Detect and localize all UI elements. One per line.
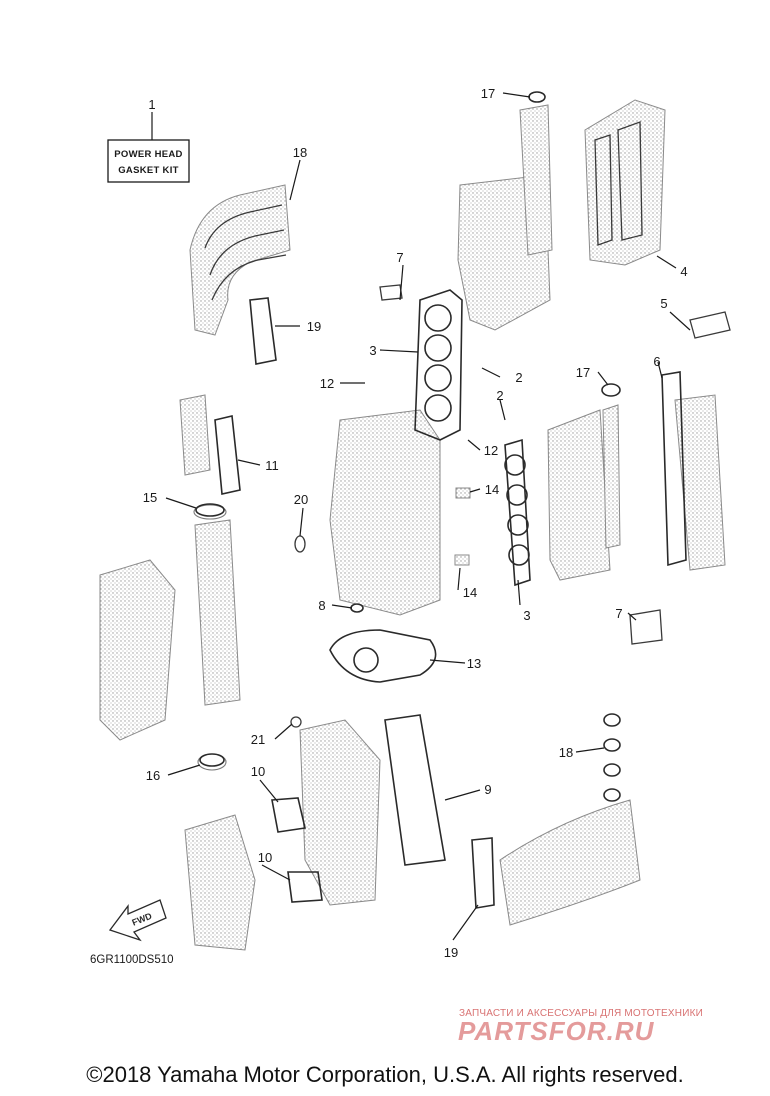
manifold-gasket-upper bbox=[249, 297, 277, 365]
head-cover-lower bbox=[661, 371, 726, 571]
cylinder-head-lower bbox=[547, 404, 621, 581]
dowel-ring bbox=[290, 716, 302, 728]
crankcase-left bbox=[99, 559, 176, 741]
callout-19: 19 bbox=[307, 319, 321, 334]
copyright-notice: ©2018 Yamaha Motor Corporation, U.S.A. A… bbox=[86, 1062, 684, 1087]
fwd-arrow: FWD bbox=[108, 899, 167, 942]
callout-19b: 19 bbox=[444, 945, 458, 960]
o-ring-small bbox=[350, 603, 364, 613]
callout-2: 2 bbox=[515, 370, 522, 385]
callout-3b: 3 bbox=[523, 608, 530, 623]
callout-10b: 10 bbox=[258, 850, 272, 865]
small-gasket-upper bbox=[271, 797, 306, 833]
callout-21: 21 bbox=[251, 732, 265, 747]
callout-5: 5 bbox=[660, 296, 667, 311]
small-gasket-lower bbox=[287, 871, 323, 903]
callout-14: 14 bbox=[485, 482, 499, 497]
crankshaft bbox=[193, 503, 241, 706]
watermark: ЗАПЧАСТИ И АКСЕССУАРЫ ДЛЯ МОТОТЕХНИКИ PA… bbox=[458, 1008, 703, 1046]
callout-18b: 18 bbox=[559, 745, 573, 760]
head-cover-upper bbox=[584, 99, 666, 266]
callout-2b: 2 bbox=[496, 388, 503, 403]
callout-7b: 7 bbox=[615, 606, 622, 621]
callout-7: 7 bbox=[396, 250, 403, 265]
o-ring-upper bbox=[528, 91, 546, 103]
head-gasket-lower bbox=[504, 438, 531, 587]
callout-12: 12 bbox=[320, 376, 334, 391]
exhaust-cover-gasket bbox=[384, 714, 446, 866]
head-gasket-upper bbox=[414, 289, 463, 441]
side-gasket bbox=[179, 394, 241, 495]
callout-14b: 14 bbox=[463, 585, 477, 600]
kit-label-line2: GASKET KIT bbox=[118, 165, 179, 176]
crankcase-gasket bbox=[329, 629, 437, 683]
filter-upper bbox=[455, 487, 471, 499]
kit-label-line1: POWER HEAD bbox=[114, 149, 182, 160]
lower-housing-left bbox=[184, 814, 256, 951]
callout-9: 9 bbox=[484, 782, 491, 797]
intake-manifold-lower bbox=[499, 799, 641, 926]
o-ring-stack bbox=[603, 713, 621, 802]
diagram-code: 6GR1100DS510 bbox=[90, 954, 174, 966]
callout-16: 16 bbox=[146, 768, 160, 783]
cylinder-block bbox=[329, 409, 441, 616]
callout-17b: 17 bbox=[576, 365, 590, 380]
filter-lower bbox=[454, 554, 470, 566]
callout-12b: 12 bbox=[484, 443, 498, 458]
callout-10: 10 bbox=[251, 764, 265, 779]
watermark-tagline: ЗАПЧАСТИ И АКСЕССУАРЫ ДЛЯ МОТОТЕХНИКИ bbox=[459, 1008, 703, 1019]
callout-11: 11 bbox=[265, 458, 279, 473]
callout-8: 8 bbox=[318, 598, 325, 613]
watermark-logo: PARTSFOR.RU bbox=[458, 1016, 655, 1046]
leader-lines bbox=[151, 92, 691, 941]
fitting bbox=[689, 311, 731, 339]
callout-15: 15 bbox=[143, 490, 157, 505]
callout-20: 20 bbox=[294, 492, 308, 507]
manifold-gasket-lower bbox=[471, 837, 495, 909]
cylinder-head-upper bbox=[457, 104, 553, 331]
callout-13: 13 bbox=[467, 656, 481, 671]
callout-3: 3 bbox=[369, 343, 376, 358]
intake-manifold-upper bbox=[189, 184, 291, 336]
callout-1: 1 bbox=[148, 97, 155, 112]
callout-17: 17 bbox=[481, 86, 495, 101]
callout-18: 18 bbox=[293, 145, 307, 160]
exhaust-cover-block bbox=[299, 719, 381, 906]
callout-6: 6 bbox=[653, 354, 660, 369]
bracket-lower bbox=[629, 609, 663, 645]
o-ring-lower bbox=[601, 383, 621, 397]
callout-4: 4 bbox=[680, 264, 687, 279]
callout-labels: 1 18 17 4 7 3 19 2 5 12 17 6 2 12 11 15 … bbox=[143, 86, 688, 960]
grommet bbox=[294, 535, 306, 553]
oil-seal-lower bbox=[197, 753, 227, 771]
bracket-upper bbox=[379, 284, 403, 301]
gasket-kit-label: POWER HEAD GASKET KIT bbox=[107, 139, 190, 183]
